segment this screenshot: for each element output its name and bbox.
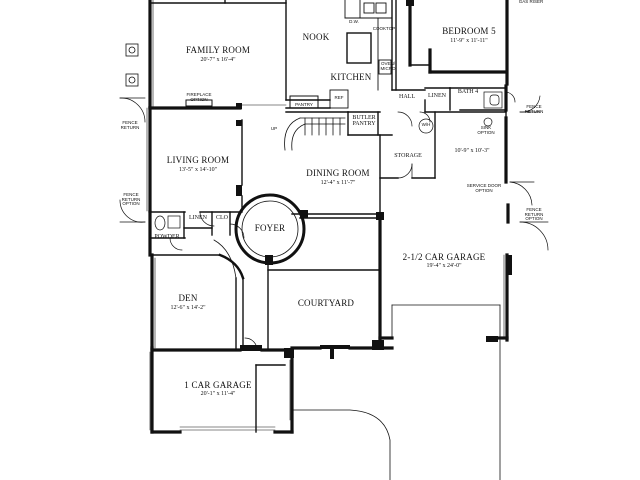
courtyard-label: COURTYARD	[297, 298, 355, 308]
garage-1car-label: 1 CAR GARAGE	[184, 380, 252, 390]
site-lines	[291, 304, 501, 480]
gas-riser-note: GAS RISER	[518, 0, 544, 4]
ref-note: REF	[334, 95, 344, 100]
powder-label: POWDER	[154, 234, 180, 240]
family-room-dims: 20'-7" x 16'-4"	[200, 57, 236, 63]
dw-note: D.W.	[349, 19, 359, 24]
fence-return-option-left-note: FENCE RETURN OPTION	[121, 192, 141, 207]
living-room-label: LIVING ROOM	[166, 155, 230, 165]
butler-pantry-label: BUTLER PANTRY	[352, 115, 376, 128]
linen-upper-label: LINEN	[428, 93, 446, 99]
kitchen-island	[346, 32, 372, 64]
dining-room-label: DINING ROOM	[306, 168, 370, 178]
living-room-dims: 13'-5" x 14'-10"	[178, 167, 218, 173]
door-swings	[119, 91, 549, 351]
bath4-label: BATH 4	[457, 89, 479, 95]
wh-note: W/H	[421, 122, 431, 127]
garage-2half-label: 2-1/2 CAR GARAGE	[402, 252, 486, 262]
up-note: UP	[270, 126, 278, 131]
fence-return-left-note: FENCE RETURN	[120, 120, 140, 130]
den-dims: 12'-6" x 14'-2"	[170, 305, 206, 311]
garage-1car-dims: 20'-1" x 11'-4"	[200, 391, 236, 397]
fireplace	[185, 99, 213, 107]
fence-return-right-note: FENCE RETURN	[524, 104, 544, 114]
nook-label: NOOK	[302, 32, 330, 42]
stair	[284, 117, 346, 151]
bedroom5-dims: 11'-9" x 11'-11"	[450, 38, 488, 44]
bedroom5-label: BEDROOM 5	[442, 26, 496, 36]
dining-room-dims: 12'-4" x 11'-7"	[320, 180, 356, 186]
exterior-fixtures	[125, 43, 139, 87]
bath-fixtures	[154, 91, 503, 231]
cooktop-note: COOKTOP	[372, 26, 396, 31]
fence-return-option-right-note: FENCE RETURN OPTION	[524, 207, 544, 222]
unnamed-room-dims: 10'-9" x 10'-3"	[454, 148, 490, 154]
family-room-label: FAMILY ROOM	[185, 45, 251, 55]
linen-lower-label: LINEN	[189, 215, 207, 221]
service-door-option-note: SERVICE DOOR OPTION	[466, 183, 502, 193]
storage-label: STORAGE	[394, 153, 422, 159]
garage-2half-dims: 19'-4" x 24'-0"	[426, 263, 462, 269]
den-label: DEN	[178, 293, 198, 303]
sink-option-note: SINK OPTION	[477, 125, 495, 135]
den-curved-wall	[218, 253, 245, 280]
window-lines	[146, 0, 505, 431]
kitchen-label: KITCHEN	[330, 72, 372, 82]
foyer-label: FOYER	[254, 223, 286, 233]
pantry-box	[289, 95, 319, 109]
clo-label: CLO	[216, 215, 228, 221]
columns	[236, 0, 512, 359]
exterior-walls	[148, 0, 510, 434]
fireplace-note: FIREPLACE OPTION	[186, 92, 212, 102]
pantry-label: PANTRY	[295, 102, 313, 107]
kitchen-counters	[329, 0, 393, 109]
oven-micro-note: OVEN/ MICRO	[380, 61, 396, 71]
hall-label: HALL	[399, 94, 415, 100]
